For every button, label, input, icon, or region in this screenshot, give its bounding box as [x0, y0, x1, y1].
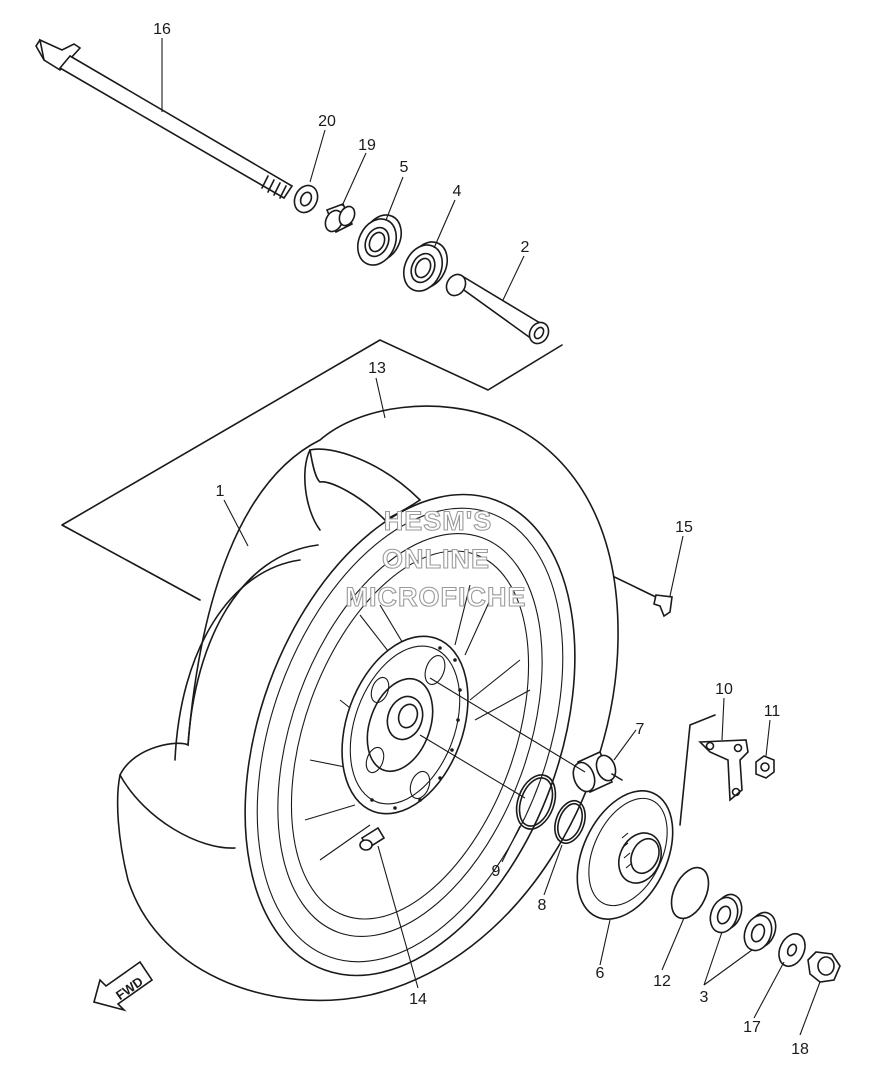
- bearings-3: [709, 893, 777, 952]
- bearing-5: [356, 214, 403, 266]
- watermark: HESM'S ONLINE MICROFICHE: [345, 505, 527, 612]
- weight-15: [653, 594, 673, 618]
- valve-stem: [359, 826, 386, 851]
- callout-15: 15: [675, 519, 693, 536]
- callout-14: 14: [409, 991, 427, 1008]
- callout-13: 13: [368, 360, 386, 377]
- callout-3: 3: [700, 989, 709, 1006]
- axle: [35, 38, 294, 200]
- washer-17: [778, 932, 806, 968]
- callout-7: 7: [636, 721, 645, 738]
- watermark-line-3: MICROFICHE: [346, 582, 527, 612]
- callout-18: 18: [791, 1041, 809, 1058]
- fwd-arrow-icon: FWD: [93, 960, 154, 1012]
- callout-11: 11: [764, 703, 781, 720]
- callout-5: 5: [400, 159, 409, 176]
- nut-11: [755, 755, 775, 779]
- callout-20: 20: [318, 113, 336, 130]
- spacer-washer-20: [293, 184, 319, 214]
- callout-19: 19: [358, 137, 376, 154]
- callout-4: 4: [453, 183, 462, 200]
- sprocket-hub-6: [576, 790, 674, 920]
- spacer-tube-2: [445, 273, 550, 345]
- callout-1: 1: [216, 483, 225, 500]
- leader-lines: [161, 38, 821, 1036]
- watermark-line-1: HESM'S: [384, 506, 492, 536]
- nut-18: [807, 951, 841, 983]
- callout-9: 9: [492, 863, 501, 880]
- bearing-4: [402, 241, 449, 292]
- callout-6: 6: [596, 965, 605, 982]
- callout-17: 17: [743, 1019, 761, 1036]
- collar-7: [572, 750, 623, 794]
- callout-16: 16: [153, 21, 171, 38]
- callout-8: 8: [538, 897, 547, 914]
- lock-washer-10: [698, 739, 749, 802]
- watermark-line-2: ONLINE: [382, 544, 490, 574]
- collar-19: [324, 202, 356, 234]
- wheel: [174, 493, 576, 977]
- o-ring-12: [670, 866, 710, 920]
- o-ring-9: [515, 774, 557, 830]
- callout-12: 12: [653, 973, 671, 990]
- o-ring-8: [554, 799, 586, 845]
- callout-labels: 16 20 19 5 4 2 13 1 15 10 11 7 9 8 6 12 …: [153, 21, 809, 1058]
- callout-2: 2: [521, 239, 530, 256]
- callout-10: 10: [715, 681, 733, 698]
